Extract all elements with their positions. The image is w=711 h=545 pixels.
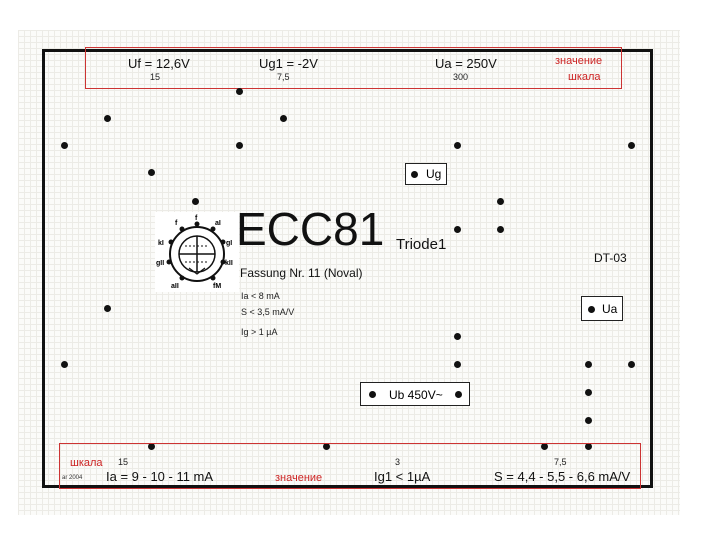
copyright-note: ar 2004	[62, 475, 83, 481]
terminal-ug[interactable]: Ug	[405, 163, 447, 185]
jack-hole	[454, 226, 461, 233]
pin-label: f	[175, 220, 178, 227]
terminal-ub[interactable]: Ub 450V~	[360, 382, 470, 406]
tube-socket: Fassung Nr. 11 (Noval)	[240, 266, 363, 280]
pin-label: f	[195, 215, 198, 222]
footer-scale-label: шкала	[70, 457, 103, 469]
header-value-label: значение	[555, 55, 603, 67]
jack-hole	[104, 115, 111, 122]
jack-hole	[192, 198, 199, 205]
ua-value: Ua = 250V	[435, 56, 497, 71]
ig1-scale: 3	[395, 457, 401, 467]
jack-hole	[236, 88, 243, 95]
jack-hole	[585, 443, 592, 450]
pin-label: kII	[225, 260, 233, 267]
spec-ig: Ig > 1 µA	[241, 327, 278, 337]
terminal-ub-jack-right	[455, 391, 462, 398]
s-value: S = 4,4 - 5,5 - 6,6 mA/V	[494, 469, 631, 484]
ug1-scale: 7,5	[277, 72, 290, 82]
jack-hole	[454, 361, 461, 368]
jack-hole	[585, 361, 592, 368]
ua-scale: 300	[453, 72, 469, 82]
terminal-ub-label: Ub 450V~	[389, 388, 443, 402]
jack-hole	[585, 417, 592, 424]
tube-system: Triode1	[396, 236, 447, 253]
ia-scale: 15	[118, 457, 129, 467]
jack-hole	[61, 142, 68, 149]
jack-hole	[585, 389, 592, 396]
tube-pinout-symbol: f f aI kI gI gII kII aII fM	[155, 212, 239, 292]
pin-label: gI	[226, 240, 232, 247]
jack-hole	[541, 443, 548, 450]
jack-hole	[628, 142, 635, 149]
test-card-board	[42, 49, 653, 488]
uf-scale: 15	[150, 72, 161, 82]
header-annotation-box	[85, 47, 622, 89]
footer-annotation-box	[59, 443, 641, 489]
footer-value-label: значение	[275, 472, 323, 484]
jack-hole	[497, 198, 504, 205]
uf-value: Uf = 12,6V	[128, 56, 190, 71]
jack-hole	[497, 226, 504, 233]
grid-background	[18, 30, 680, 515]
pin-label: aII	[171, 283, 179, 290]
terminal-ua-label: Ua	[602, 302, 618, 316]
spec-s: S < 3,5 mA/V	[241, 307, 295, 317]
jack-hole	[148, 169, 155, 176]
jack-hole	[61, 361, 68, 368]
card-code: DT-03	[594, 251, 627, 265]
jack-hole	[104, 305, 111, 312]
tube-schematic-icon: f f aI kI gI gII kII aII fM	[156, 215, 233, 290]
jack-hole	[454, 333, 461, 340]
s-scale: 7,5	[554, 457, 567, 467]
terminal-ub-jack-left	[369, 391, 376, 398]
ug1-value: Ug1 = -2V	[259, 56, 318, 71]
pin-label: kI	[158, 240, 164, 247]
terminal-ua[interactable]: Ua	[581, 296, 623, 321]
pin-label: fM	[213, 283, 221, 290]
terminal-ua-jack	[588, 306, 595, 313]
jack-hole	[236, 142, 243, 149]
pin-label: gII	[156, 260, 164, 267]
terminal-ug-jack	[411, 171, 418, 178]
jack-hole	[280, 115, 287, 122]
terminal-ug-label: Ug	[426, 167, 442, 181]
header-scale-label: шкала	[568, 71, 601, 83]
spec-ia: Ia < 8 mA	[241, 291, 280, 301]
jack-hole	[628, 361, 635, 368]
jack-hole	[454, 142, 461, 149]
ig1-value: Ig1 < 1µA	[374, 469, 431, 484]
pin-label: aI	[215, 220, 221, 227]
jack-hole	[148, 443, 155, 450]
ia-value: Ia = 9 - 10 - 11 mA	[106, 469, 214, 484]
jack-hole	[323, 443, 330, 450]
tube-name: ECC81	[236, 203, 385, 255]
